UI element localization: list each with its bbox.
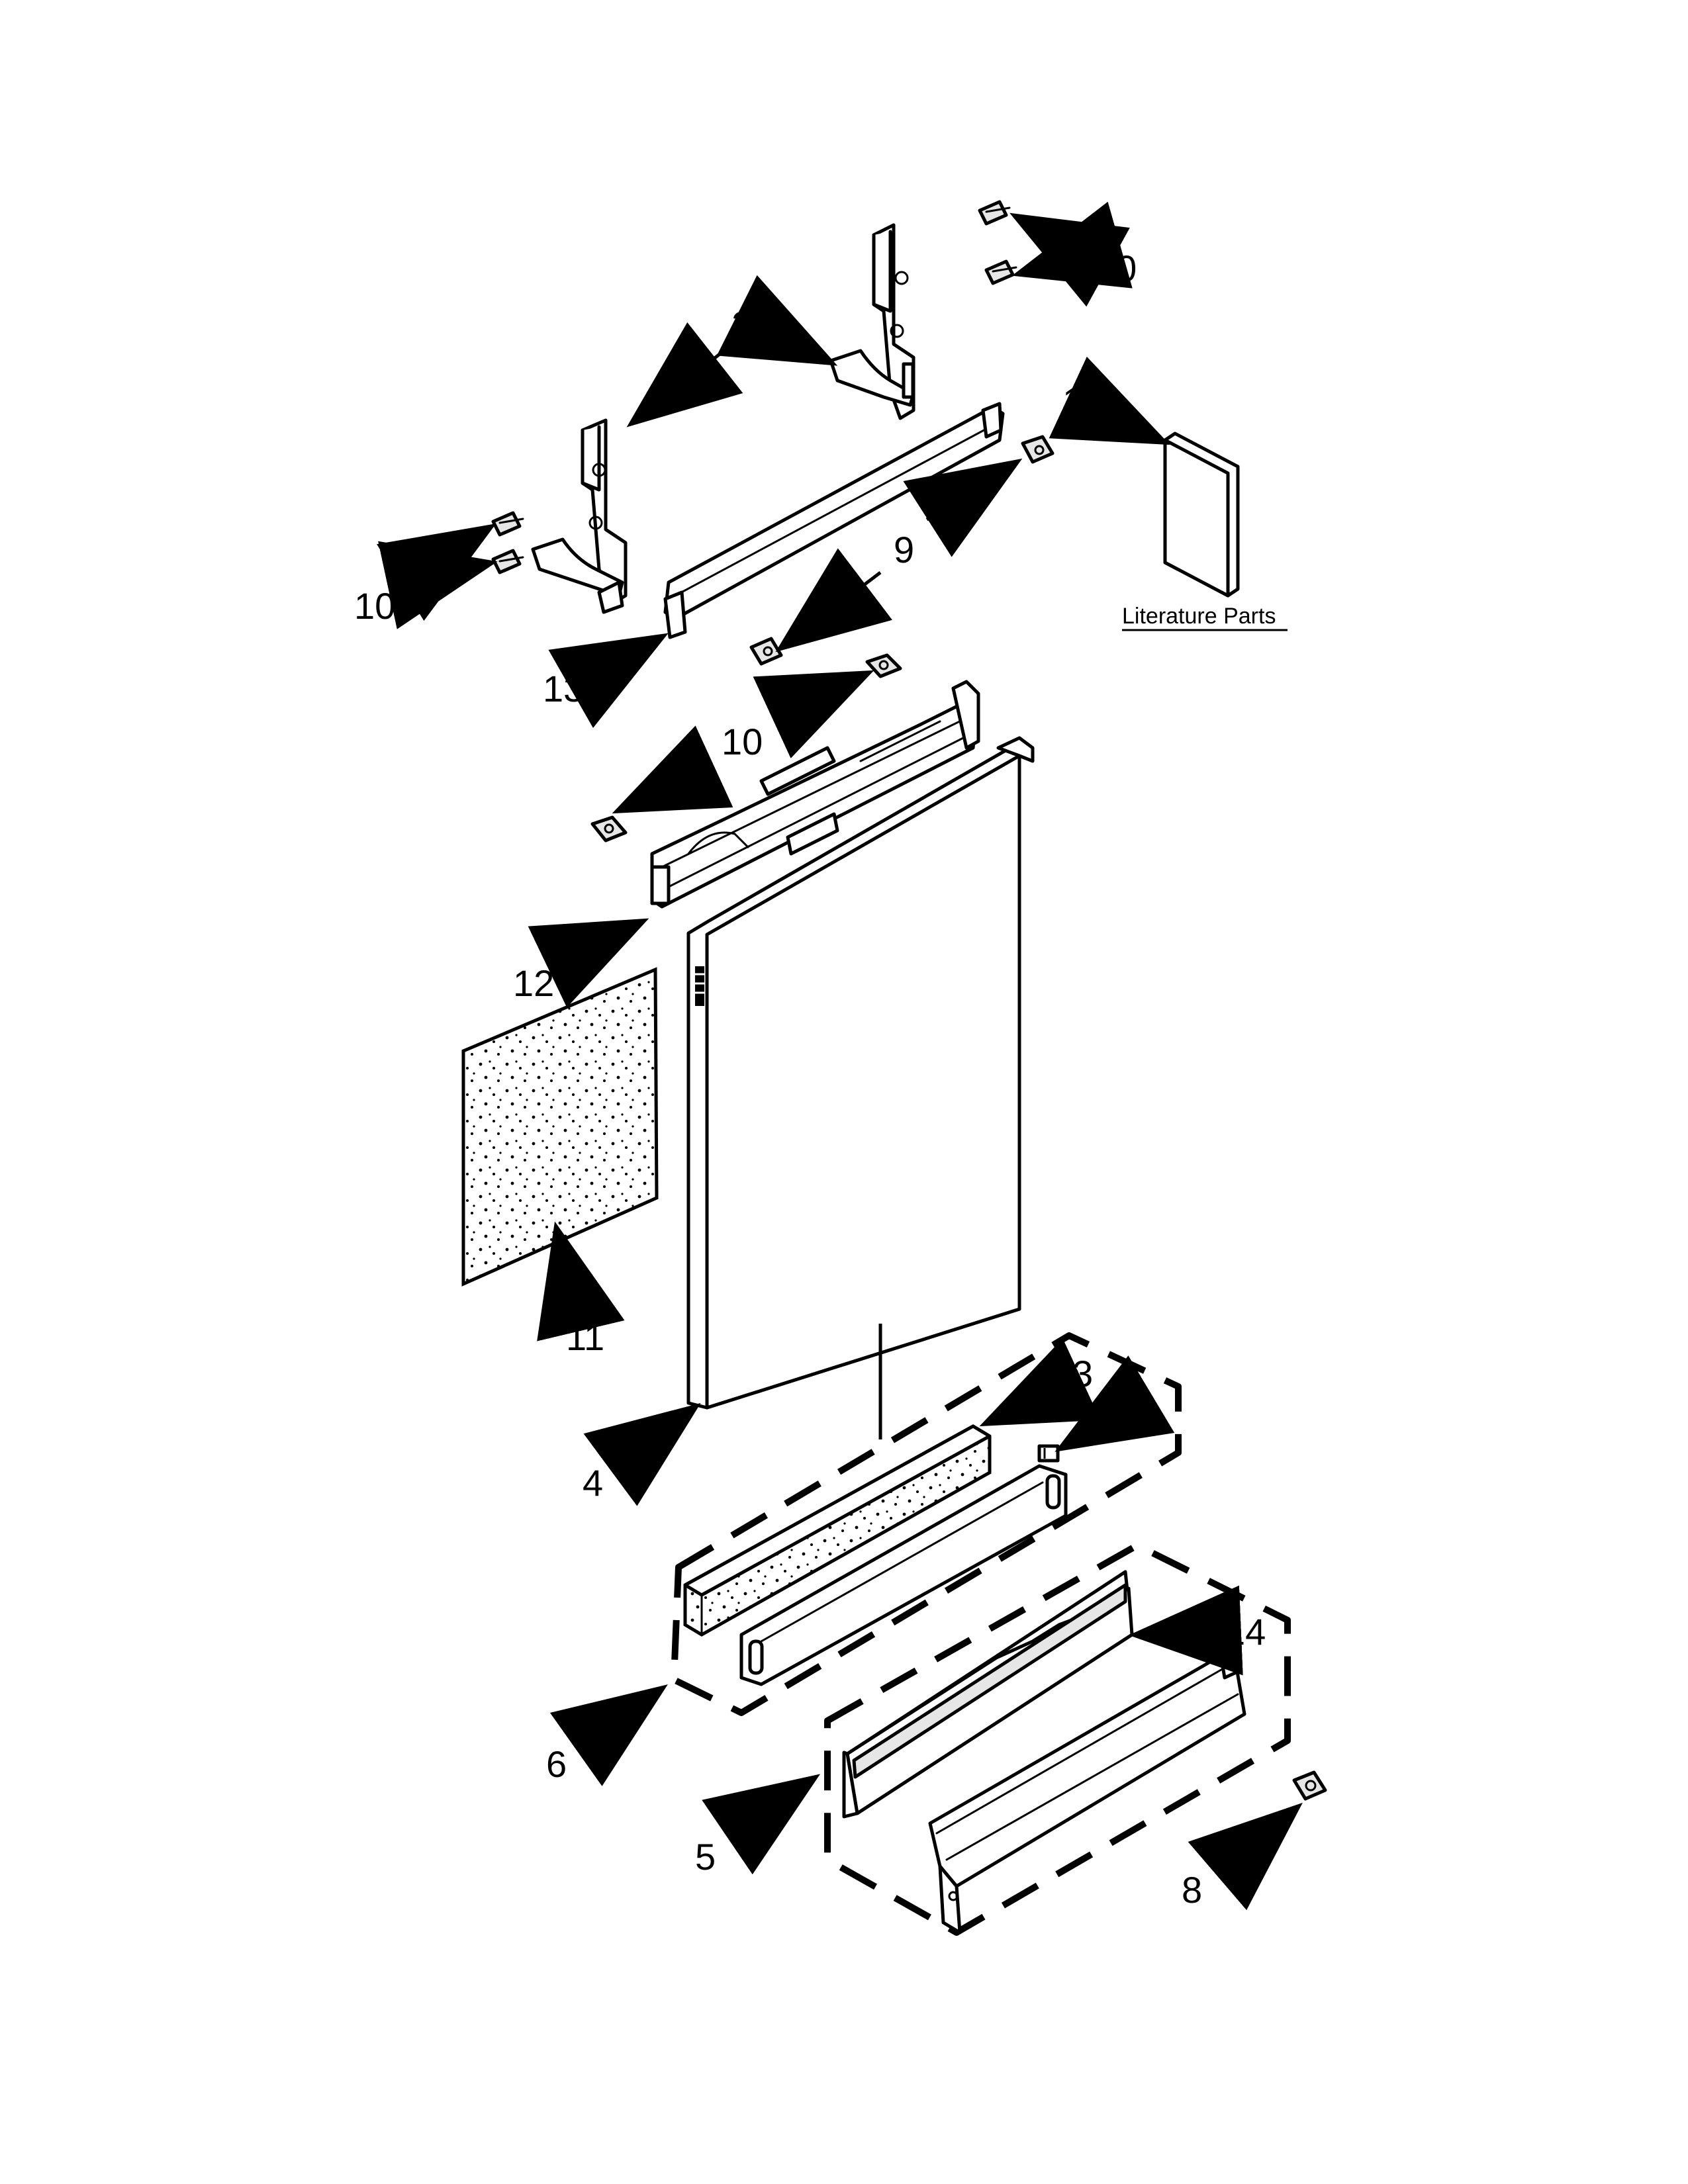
screw-latch-left bbox=[590, 815, 628, 842]
callout-10-top-right: 10 bbox=[1096, 248, 1137, 289]
screw-rail-right bbox=[1021, 435, 1055, 464]
screw-rail-bottom bbox=[749, 637, 783, 666]
literature-parts-label: Literature Parts bbox=[1122, 604, 1276, 629]
screw-toe-kick bbox=[1292, 1770, 1327, 1801]
callout-12: 12 bbox=[513, 962, 554, 1004]
literature-book bbox=[1163, 432, 1240, 598]
callout-2: 2 bbox=[731, 304, 752, 345]
leader-lines bbox=[377, 201, 1303, 1911]
mounting-rail bbox=[663, 402, 1005, 639]
kit-6-dashed-outline bbox=[671, 1332, 1182, 1716]
callout-5: 5 bbox=[695, 1836, 716, 1878]
mounting-bracket-left bbox=[531, 418, 628, 614]
screws-top-left bbox=[491, 511, 524, 574]
screws-top-right bbox=[978, 200, 1017, 285]
screw-latch-top bbox=[865, 653, 902, 678]
callout-6: 6 bbox=[546, 1743, 567, 1785]
mounting-bracket-right bbox=[829, 223, 915, 420]
callout-3: 3 bbox=[1072, 1353, 1093, 1394]
door-panel bbox=[686, 736, 1035, 1410]
callout-10-top-left: 10 bbox=[354, 585, 395, 627]
latch-assembly bbox=[650, 680, 980, 909]
callout-11: 11 bbox=[566, 1316, 604, 1358]
callout-8: 8 bbox=[1182, 1869, 1202, 1911]
callout-1: 1 bbox=[1062, 380, 1083, 422]
callout-7: 7 bbox=[1119, 1383, 1139, 1424]
kit-5-dashed-outline bbox=[824, 1542, 1291, 1936]
callout-9: 9 bbox=[894, 529, 914, 570]
callout-13: 13 bbox=[543, 668, 584, 709]
callout-4: 4 bbox=[583, 1462, 603, 1504]
door-vent-grille bbox=[695, 966, 704, 1006]
seal-strip bbox=[739, 1464, 1068, 1686]
foam-strip bbox=[683, 1424, 992, 1637]
callout-14: 14 bbox=[1225, 1611, 1266, 1653]
callout-10-middle: 10 bbox=[722, 721, 763, 762]
clip bbox=[1037, 1444, 1060, 1463]
